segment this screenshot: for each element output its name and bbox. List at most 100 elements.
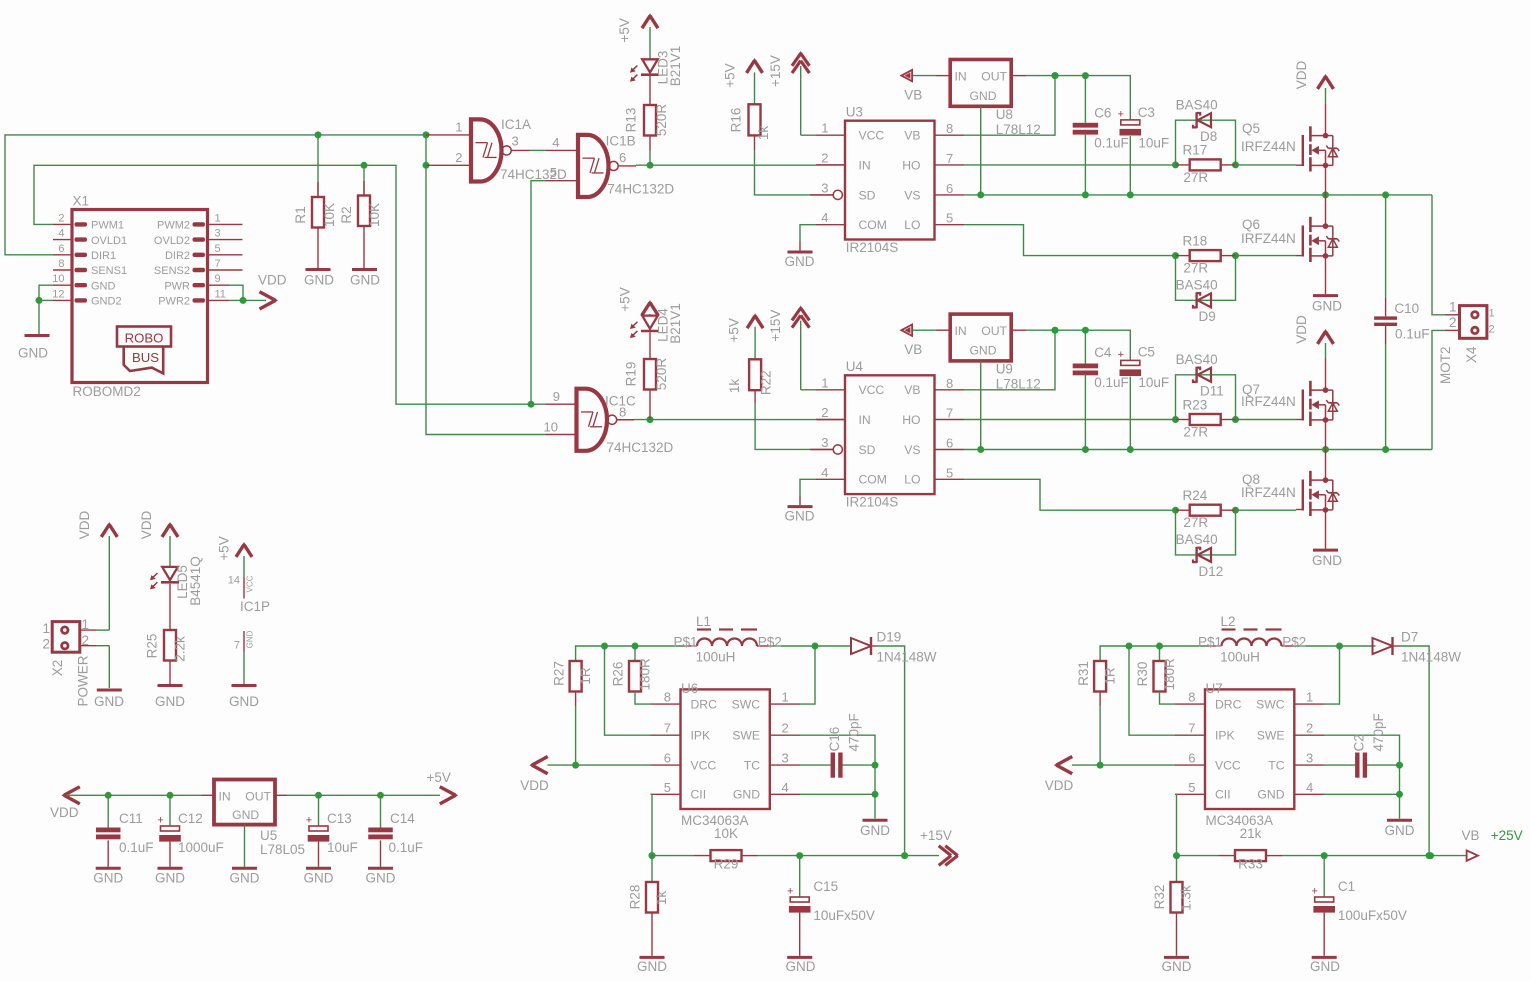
svg-text:VDD: VDD bbox=[139, 511, 154, 540]
svg-text:4: 4 bbox=[782, 780, 789, 795]
svg-text:GND: GND bbox=[733, 788, 760, 802]
svg-text:VCC: VCC bbox=[859, 129, 885, 143]
svg-text:GND: GND bbox=[304, 871, 334, 886]
svg-text:1: 1 bbox=[42, 621, 50, 636]
svg-text:IN: IN bbox=[219, 789, 231, 803]
svg-text:GND: GND bbox=[786, 959, 816, 974]
svg-text:B21V1: B21V1 bbox=[668, 46, 683, 87]
svg-text:GND: GND bbox=[246, 630, 255, 648]
svg-text:VDD: VDD bbox=[1045, 778, 1074, 793]
svg-text:D19: D19 bbox=[877, 630, 902, 645]
svg-text:IRFZ44N: IRFZ44N bbox=[1241, 485, 1296, 500]
svg-text:SENS1: SENS1 bbox=[91, 265, 127, 277]
svg-text:C12: C12 bbox=[178, 811, 203, 826]
svg-text:VDD: VDD bbox=[77, 511, 92, 540]
svg-text:10uF: 10uF bbox=[327, 840, 358, 855]
svg-text:7: 7 bbox=[946, 151, 953, 166]
svg-text:1: 1 bbox=[82, 617, 90, 632]
svg-text:HO: HO bbox=[902, 158, 920, 172]
svg-text:SENS2: SENS2 bbox=[154, 265, 190, 277]
svg-text:0.1uF: 0.1uF bbox=[119, 840, 154, 855]
svg-text:VB: VB bbox=[904, 88, 922, 103]
svg-text:+5V: +5V bbox=[427, 770, 451, 785]
svg-text:5: 5 bbox=[946, 465, 953, 480]
svg-text:U3: U3 bbox=[846, 105, 863, 120]
svg-text:IN: IN bbox=[859, 413, 871, 427]
svg-text:OUT: OUT bbox=[245, 789, 271, 803]
svg-text:470pF: 470pF bbox=[847, 713, 862, 751]
svg-text:GND2: GND2 bbox=[91, 296, 122, 308]
svg-text:10uFx50V: 10uFx50V bbox=[813, 908, 875, 923]
svg-text:TC: TC bbox=[744, 759, 760, 773]
svg-text:L1: L1 bbox=[696, 614, 711, 629]
svg-text:7: 7 bbox=[946, 406, 953, 421]
svg-text:R24: R24 bbox=[1183, 488, 1208, 503]
svg-text:U7: U7 bbox=[1206, 681, 1223, 696]
svg-text:7: 7 bbox=[215, 258, 221, 270]
svg-text:OUT: OUT bbox=[981, 324, 1007, 338]
svg-text:PWM1: PWM1 bbox=[91, 220, 124, 232]
svg-text:GND: GND bbox=[366, 871, 396, 886]
svg-text:R29: R29 bbox=[714, 857, 739, 872]
svg-text:L78L12: L78L12 bbox=[996, 122, 1041, 137]
svg-text:GND: GND bbox=[969, 344, 996, 358]
svg-text:IC1A: IC1A bbox=[501, 117, 531, 132]
svg-text:2.2k: 2.2k bbox=[173, 636, 188, 662]
svg-text:B4541Q: B4541Q bbox=[188, 556, 203, 606]
svg-text:BUS: BUS bbox=[132, 350, 159, 365]
svg-text:SD: SD bbox=[859, 188, 876, 202]
svg-text:R25: R25 bbox=[145, 634, 160, 659]
svg-text:COM: COM bbox=[859, 218, 887, 232]
svg-text:4: 4 bbox=[1306, 780, 1313, 795]
svg-text:IRFZ44N: IRFZ44N bbox=[1241, 394, 1296, 409]
svg-text:R27: R27 bbox=[552, 661, 567, 686]
svg-text:5: 5 bbox=[215, 243, 221, 255]
svg-text:X2: X2 bbox=[50, 660, 65, 677]
svg-text:C13: C13 bbox=[327, 811, 352, 826]
svg-text:4: 4 bbox=[821, 210, 828, 225]
svg-text:GND: GND bbox=[860, 823, 890, 838]
svg-text:R31: R31 bbox=[1076, 661, 1091, 686]
svg-text:R19: R19 bbox=[624, 362, 639, 387]
svg-text:MC34063A: MC34063A bbox=[681, 813, 749, 828]
svg-text:1k: 1k bbox=[654, 891, 669, 906]
svg-text:C16: C16 bbox=[827, 727, 842, 752]
svg-text:GND: GND bbox=[155, 871, 185, 886]
svg-text:U4: U4 bbox=[846, 359, 864, 374]
svg-text:10: 10 bbox=[52, 273, 64, 285]
svg-text:CII: CII bbox=[1215, 788, 1231, 802]
svg-text:+: + bbox=[1311, 886, 1317, 898]
svg-text:HO: HO bbox=[902, 413, 920, 427]
svg-text:R33: R33 bbox=[1238, 857, 1263, 872]
svg-text:10K: 10K bbox=[714, 826, 738, 841]
svg-text:3: 3 bbox=[512, 134, 519, 149]
svg-text:IR2104S: IR2104S bbox=[846, 240, 899, 255]
svg-text:POWER: POWER bbox=[76, 655, 91, 706]
svg-text:VDD: VDD bbox=[1294, 315, 1309, 344]
svg-text:GND: GND bbox=[1385, 823, 1415, 838]
svg-text:X4: X4 bbox=[1464, 346, 1479, 363]
svg-text:1.3k: 1.3k bbox=[1179, 885, 1194, 911]
svg-text:0.1uF: 0.1uF bbox=[1094, 136, 1129, 151]
svg-text:BAS40: BAS40 bbox=[1176, 98, 1218, 113]
svg-text:GND: GND bbox=[1162, 959, 1192, 974]
svg-text:5: 5 bbox=[1188, 780, 1195, 795]
svg-text:IN: IN bbox=[955, 324, 967, 338]
svg-text:8: 8 bbox=[58, 258, 64, 270]
svg-text:2: 2 bbox=[782, 721, 789, 736]
svg-text:R1: R1 bbox=[293, 206, 308, 223]
svg-text:7: 7 bbox=[234, 640, 240, 652]
svg-text:R23: R23 bbox=[1183, 397, 1208, 412]
svg-text:GND: GND bbox=[94, 694, 124, 709]
svg-text:IC1B: IC1B bbox=[606, 133, 636, 148]
svg-text:1N4148W: 1N4148W bbox=[1401, 650, 1461, 665]
svg-text:27R: 27R bbox=[1183, 515, 1208, 530]
svg-text:R17: R17 bbox=[1183, 143, 1208, 158]
svg-text:+: + bbox=[787, 886, 793, 898]
svg-text:GND: GND bbox=[637, 959, 667, 974]
svg-text:X1: X1 bbox=[73, 194, 90, 209]
svg-text:OVLD2: OVLD2 bbox=[154, 235, 190, 247]
svg-text:L2: L2 bbox=[1220, 614, 1235, 629]
svg-text:+15V: +15V bbox=[920, 828, 952, 843]
svg-text:BAS40: BAS40 bbox=[1176, 278, 1218, 293]
